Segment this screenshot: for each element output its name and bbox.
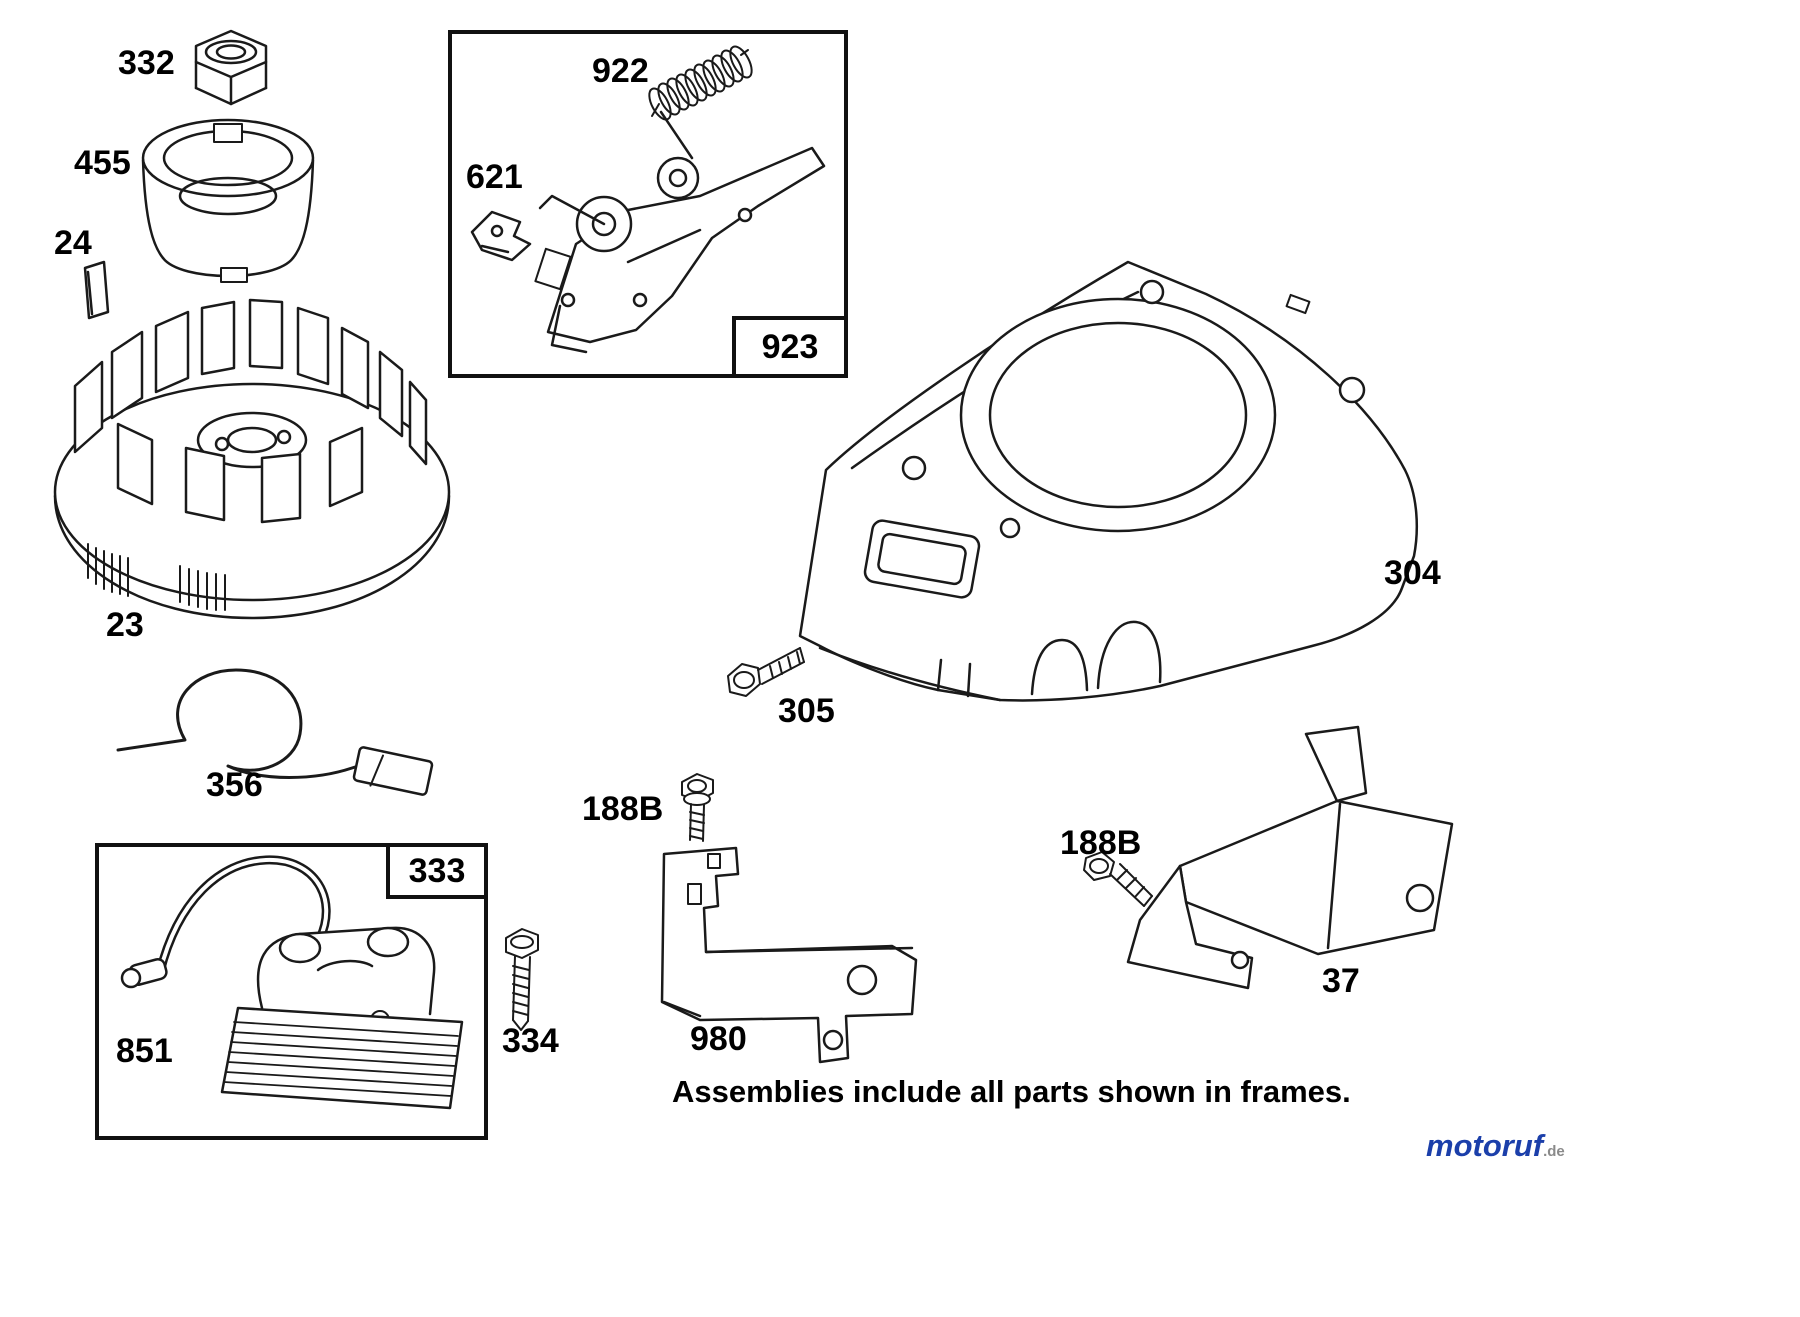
part-label-304: 304 (1384, 554, 1441, 592)
spring-922-drawing (648, 45, 753, 121)
wire-356-drawing (116, 668, 434, 796)
brand-watermark: motoruf.de (1426, 1128, 1565, 1164)
part-label-24: 24 (54, 224, 92, 262)
part-label-305: 305 (778, 692, 835, 730)
clip-621-drawing (470, 210, 532, 262)
frame-333-tag: 333 (386, 843, 488, 899)
assemblies-note: Assemblies include all parts shown in fr… (672, 1074, 1351, 1109)
bracket-980-drawing (660, 846, 918, 1064)
flywheel-23-drawing (53, 298, 451, 620)
part-label-923: 923 (761, 327, 819, 366)
key-24-drawing (83, 260, 110, 320)
brand-name: motoruf (1426, 1128, 1544, 1163)
governor-assembly-923-drawing (534, 110, 826, 354)
blower-housing-304-drawing (798, 260, 1418, 702)
part-label-37: 37 (1322, 962, 1360, 1000)
assembly-frame-923: 923 (448, 30, 848, 378)
part-label-334: 334 (502, 1022, 559, 1060)
part-label-23: 23 (106, 606, 144, 644)
ignition-coil-333-drawing (120, 855, 464, 1110)
part-label-851: 851 (116, 1032, 173, 1070)
part-label-922: 922 (592, 52, 649, 90)
assembly-frame-333: 333 (95, 843, 488, 1140)
cup-455-drawing (141, 118, 315, 283)
part-label-455: 455 (74, 144, 131, 182)
frame-923-tag: 923 (732, 316, 848, 378)
part-label-188B-right: 188B (1060, 824, 1142, 862)
part-label-980: 980 (690, 1020, 747, 1058)
part-label-621: 621 (466, 158, 523, 196)
part-label-332: 332 (118, 44, 175, 82)
part-label-356: 356 (206, 766, 263, 804)
bolt-305-drawing (727, 647, 805, 697)
bolt-188B-right-drawing (1083, 851, 1153, 907)
brand-tld: .de (1543, 1143, 1565, 1160)
screw-334-drawing (505, 928, 539, 1031)
nut-332-drawing (194, 29, 268, 106)
part-label-188B-left: 188B (582, 790, 664, 828)
part-label-333: 333 (408, 851, 466, 890)
bolt-188B-left-drawing (681, 773, 714, 842)
bracket-37-drawing (1126, 725, 1454, 990)
